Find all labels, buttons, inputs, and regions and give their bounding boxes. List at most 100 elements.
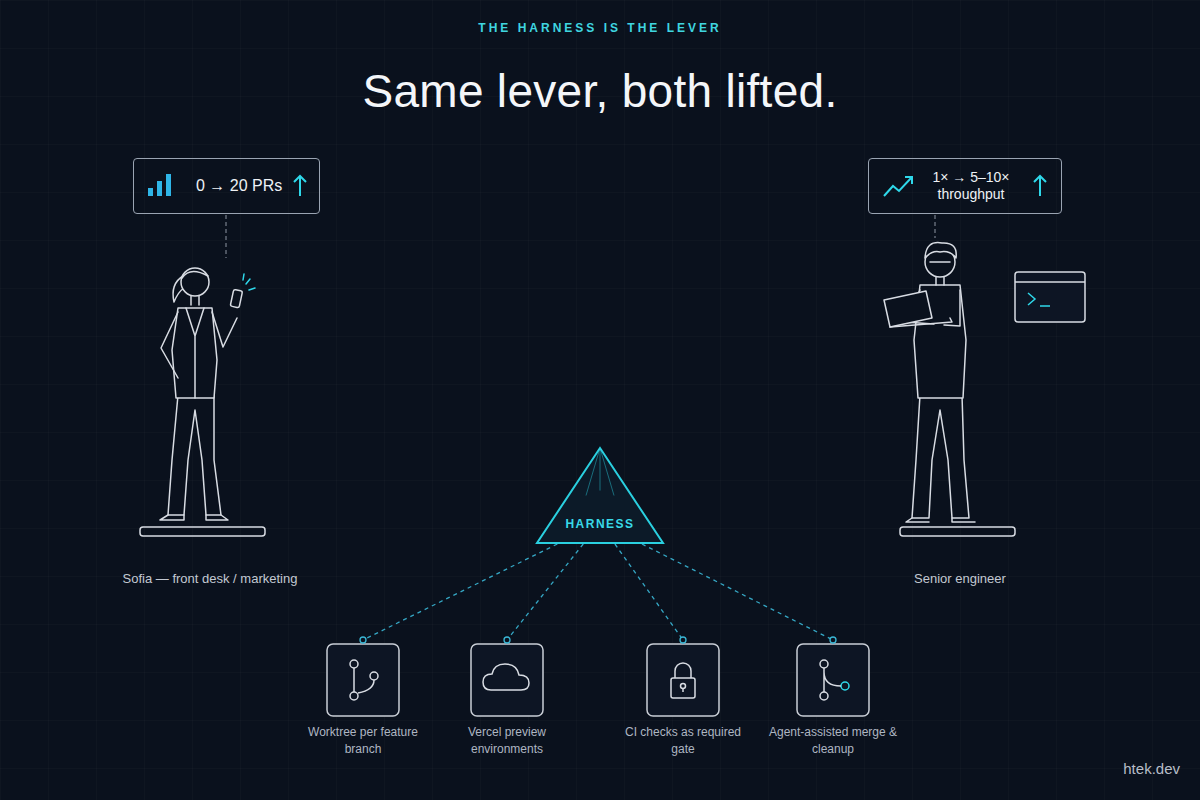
icon-squares [327,644,399,716]
fulcrum-label: HARNESS [535,517,665,531]
branch-icon [370,672,378,680]
woman-figure [230,289,242,307]
terminal-icon [1015,281,1085,283]
merge-icon [824,668,841,692]
man-figure [890,318,952,327]
end-dot [830,637,836,643]
woman-figure [168,395,221,515]
woman-figure [191,296,199,305]
feature-item: CI checks as required gate [608,640,758,758]
man-figure [936,277,944,285]
end-dot [360,637,366,643]
cloud-icon [483,664,529,690]
icon-squares [327,644,869,716]
feature-label: Worktree per feature branch [288,724,438,758]
man-figure [930,261,950,263]
man-figure [906,518,975,522]
lever-bar [232,438,928,444]
person-label: Senior engineer [830,571,1090,586]
up-arrow [1034,176,1046,196]
woman-figure [160,515,228,520]
bar-chart-icon [166,174,171,196]
woman-figure [212,312,237,347]
woman-figure [182,271,208,278]
man-figure [884,291,932,327]
stat-value: 0 → 20 PRs [196,176,282,196]
feature-label: Vercel preview environments [432,724,582,758]
icon-squares [471,644,543,716]
end-dot [680,637,686,643]
title: Same lever, both lifted. [0,64,1200,118]
dashed-connector [507,544,583,640]
feature-label: Agent-assisted merge & cleanup [758,724,908,758]
dashed-link [360,544,557,643]
platform [900,527,1015,536]
dashed-connector [642,544,833,640]
leader-line [935,215,936,238]
merge-icon [820,660,828,668]
merge-icon [820,692,828,700]
up-arrow [294,176,306,196]
up-arrow [294,176,306,196]
bar-chart-icon [157,181,162,196]
woman-figure [172,308,217,398]
icon-squares [797,644,869,716]
terminal-icon [1015,272,1085,322]
stat-box: 1× → 5–10× throughput [868,158,1062,214]
woman-figure [160,268,255,520]
watermark: htek.dev [1040,760,1180,777]
woman-figure [161,312,178,378]
woman-figure [186,308,204,398]
man-figure [925,243,956,258]
stat-box: 0 → 20 PRs [133,158,320,214]
facet-lines [586,448,614,496]
platform [140,527,265,536]
lever-glow [232,437,928,445]
dashed-link [504,544,583,643]
lock-icon [682,688,684,692]
bar-chart-icon [148,188,153,196]
lock-icon [671,678,695,698]
branch-icon [354,668,374,693]
branch-icon [350,660,358,668]
branch-icon [350,692,358,700]
dashed-link [642,544,836,643]
trend-icon [884,177,912,196]
end-dot [504,637,510,643]
man-figure [884,243,975,522]
terminal-icon [1040,305,1050,307]
terminal-icon [1028,293,1035,305]
terminal-icon [1015,272,1085,322]
icon-squares [647,644,719,716]
woman-figure [181,268,209,296]
title-underline [353,145,847,147]
cloud-icon [483,664,529,690]
dashed-link [615,544,686,643]
feature-item: Vercel preview environments [432,640,582,758]
feature-label: CI checks as required gate [608,724,758,758]
leader-line [226,215,227,258]
bar-chart-icon [148,174,171,196]
person-label: Sofia — front desk / marketing [80,571,340,586]
fulcrum-triangle: HARNESS [535,446,665,545]
up-arrow [1034,176,1046,196]
feature-item: Agent-assisted merge & cleanup [758,640,908,758]
branch-icon [350,660,378,700]
trend-icon [884,177,912,196]
stat-value: 1× → 5–10× throughput [919,169,1023,204]
merge-icon [820,660,849,700]
woman-figure [243,274,255,290]
dashed-connector [615,544,683,640]
lock-icon [681,684,686,689]
kicker: THE HARNESS IS THE LEVER [0,21,1200,35]
dashed-connector [363,544,557,640]
lock-icon [675,663,691,678]
feature-item: Worktree per feature branch [288,640,438,758]
man-figure [912,395,969,518]
